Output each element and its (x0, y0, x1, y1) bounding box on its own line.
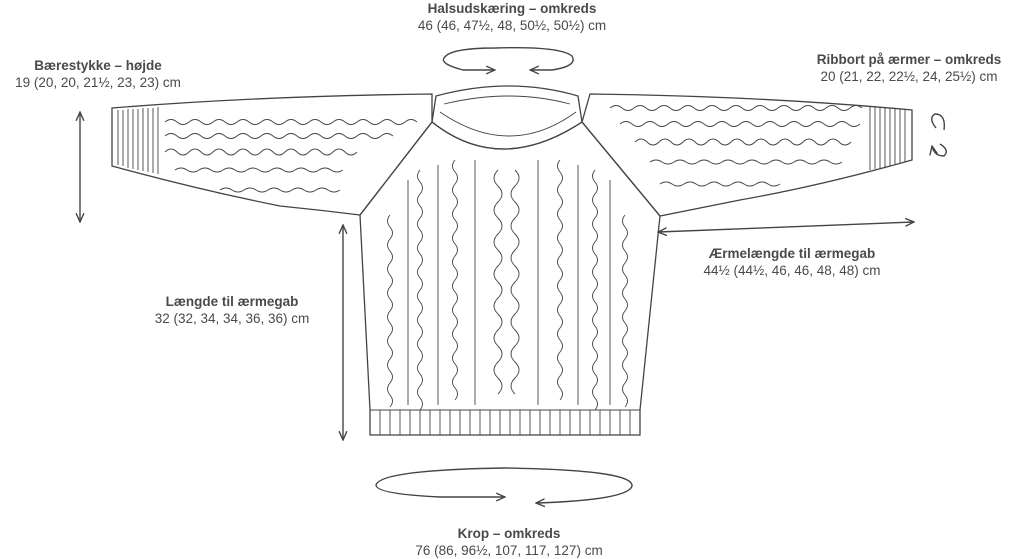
body-circ-value: 76 (86, 96½, 107, 117, 127) cm (415, 543, 603, 558)
cuff-title: Ribbort på ærmer – omkreds (816, 52, 1002, 67)
sweater-drawing (111, 85, 913, 436)
left-sleeve (111, 93, 433, 216)
yoke-value: 19 (20, 20, 21½, 23, 23) cm (15, 75, 181, 90)
neck-circ-arrow (442, 47, 574, 70)
left-sleeve-cuff-rib (117, 107, 159, 174)
yoke-measurement: Bærestykke – højde 19 (20, 20, 21½, 23, … (0, 57, 196, 91)
sleeve-title: Ærmelængde til ærmegab (708, 246, 876, 261)
cuff-value: 20 (21, 22, 22½, 24, 25½) cm (820, 69, 998, 84)
hem-rib (370, 409, 640, 435)
body-length-measurement: Længde til ærmegab 32 (32, 34, 34, 36, 3… (120, 293, 344, 327)
body-circ-arrow (375, 467, 633, 503)
neck-value: 46 (46, 47½, 48, 50½, 50½) cm (417, 18, 607, 33)
body-cables (387, 159, 628, 411)
yoke-title: Bærestykke – højde (34, 58, 162, 73)
measurement-arrows (80, 47, 947, 503)
body-length-value: 32 (32, 34, 34, 36, 36) cm (154, 311, 310, 326)
sleeve-measurement: Ærmelængde til ærmegab 44½ (44½, 46, 46,… (672, 245, 912, 279)
left-sleeve-cables (164, 119, 418, 193)
neck-opening (431, 85, 583, 150)
neck-title: Halsudskæring – omkreds (427, 1, 597, 16)
cuff-circ-arrow (932, 113, 947, 157)
body-circ-measurement: Krop – omkreds 76 (86, 96½, 107, 117, 12… (378, 525, 640, 559)
neck-measurement: Halsudskæring – omkreds 46 (46, 47½, 48,… (382, 0, 642, 34)
sleeve-value: 44½ (44½, 46, 46, 48, 48) cm (703, 263, 881, 278)
sweater-body (359, 121, 661, 436)
cuff-measurement: Ribbort på ærmer – omkreds 20 (21, 22, 2… (794, 51, 1024, 85)
right-sleeve (581, 93, 913, 217)
body-length-title: Længde til ærmegab (165, 294, 299, 309)
body-circ-title: Krop – omkreds (457, 526, 561, 541)
sleeve-length-arrow (658, 222, 914, 232)
right-sleeve-cables (609, 105, 863, 187)
right-sleeve-cuff-rib (869, 106, 906, 170)
